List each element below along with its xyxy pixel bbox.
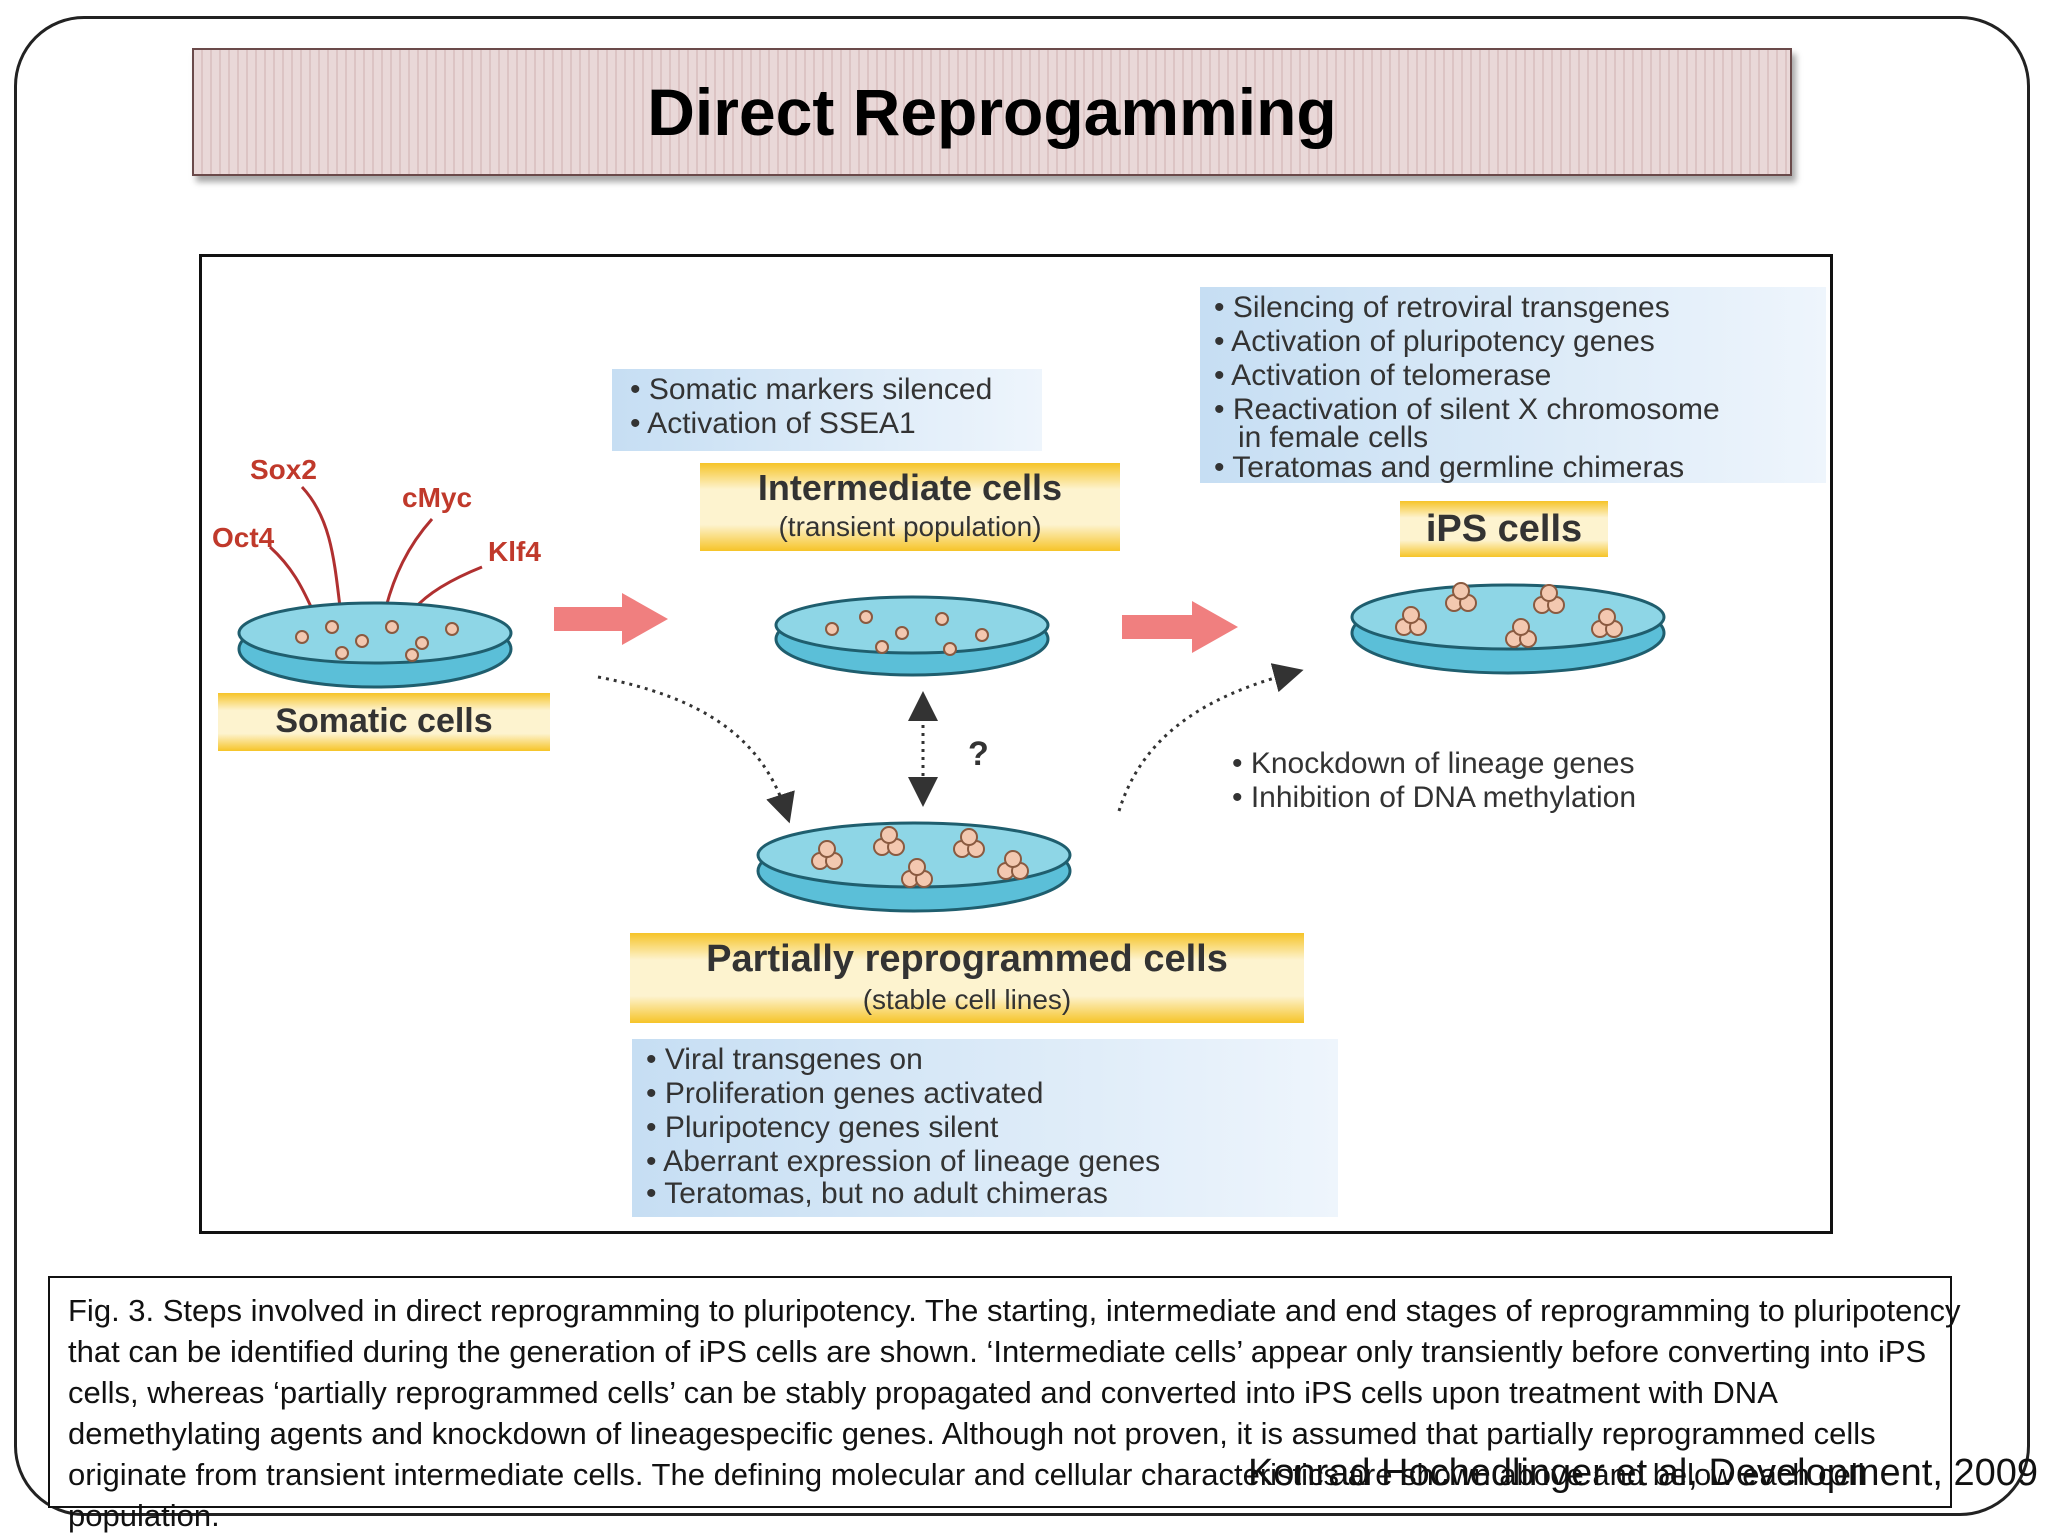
ips-note-4: • Reactivation of silent X chromosome	[1214, 393, 1720, 426]
reprogramming-diagram: • Somatic markers silenced • Activation …	[212, 287, 1826, 1217]
intermediate-sublabel: (transient population)	[778, 511, 1041, 542]
ips-note-3: • Activation of telomerase	[1214, 359, 1551, 392]
ips-label: iPS cells	[1400, 501, 1608, 557]
intermediate-cells-label: Intermediate cells	[758, 467, 1062, 508]
partial-notes: • Viral transgenes on • Proliferation ge…	[632, 1039, 1338, 1217]
figure-panel: • Somatic markers silenced • Activation …	[199, 254, 1833, 1234]
partial-note-3: • Pluripotency genes silent	[646, 1111, 999, 1144]
partial-note-4: • Aberrant expression of lineage genes	[646, 1145, 1160, 1178]
title-bar: Direct Reprogamming	[192, 48, 1792, 176]
partial-cells-label: Partially reprogrammed cells	[706, 938, 1228, 980]
factor-labels: Sox2 cMyc Oct4 Klf4	[212, 454, 541, 610]
ips-note-2: • Activation of pluripotency genes	[1214, 325, 1655, 358]
factor-cmyc: cMyc	[402, 482, 472, 513]
somatic-label: Somatic cells	[218, 693, 550, 751]
caption-box	[48, 1276, 1952, 1508]
ips-dish	[1350, 582, 1666, 675]
ips-cells-label: iPS cells	[1426, 508, 1582, 550]
partial-dish	[756, 821, 1072, 913]
dotted-arrow-somatic-to-partial	[597, 675, 795, 824]
ips-notes: • Silencing of retroviral transgenes • A…	[1200, 287, 1826, 484]
ips-note-1: • Silencing of retroviral transgenes	[1214, 291, 1670, 324]
partial-note-2: • Proliferation genes activated	[646, 1077, 1043, 1110]
arrow-intermediate-to-ips	[1122, 601, 1238, 653]
partial-note-5: • Teratomas, but no adult chimeras	[646, 1177, 1108, 1210]
intermediate-label: Intermediate cells (transient population…	[700, 463, 1120, 551]
conversion-note-2: • Inhibition of DNA methylation	[1232, 781, 1636, 814]
slide-frame	[14, 16, 2030, 1516]
factor-oct4: Oct4	[212, 522, 275, 553]
citation: Konrad Hochedlinger et al, Development, …	[1247, 1452, 2038, 1494]
intermediate-note-1: • Somatic markers silenced	[630, 373, 992, 406]
partial-sublabel: (stable cell lines)	[863, 984, 1072, 1015]
somatic-dish	[237, 601, 513, 689]
klf4-arrow	[412, 565, 483, 610]
slide-title: Direct Reprogamming	[647, 75, 1337, 149]
cmyc-arrow	[384, 518, 434, 608]
intermediate-dish	[774, 595, 1050, 677]
sox2-arrow	[300, 485, 342, 608]
intermediate-notes: • Somatic markers silenced • Activation …	[612, 369, 1042, 451]
question-mark: ?	[968, 735, 989, 773]
partial-note-1: • Viral transgenes on	[646, 1043, 923, 1076]
oct4-arrow	[268, 545, 314, 610]
somatic-cells-label: Somatic cells	[275, 702, 492, 740]
ips-note-5: in female cells	[1238, 421, 1428, 454]
figure-caption: Fig. 3. Steps involved in direct reprogr…	[68, 1293, 1961, 1533]
conversion-notes: • Knockdown of lineage genes • Inhibitio…	[1232, 747, 1636, 814]
factor-sox2: Sox2	[250, 454, 317, 485]
arrow-somatic-to-intermediate	[554, 593, 668, 645]
intermediate-note-2: • Activation of SSEA1	[630, 407, 916, 440]
ips-note-6: • Teratomas and germline chimeras	[1214, 451, 1684, 484]
partial-label: Partially reprogrammed cells (stable cel…	[630, 933, 1304, 1023]
factor-klf4: Klf4	[488, 536, 541, 567]
conversion-note-1: • Knockdown of lineage genes	[1232, 747, 1634, 780]
